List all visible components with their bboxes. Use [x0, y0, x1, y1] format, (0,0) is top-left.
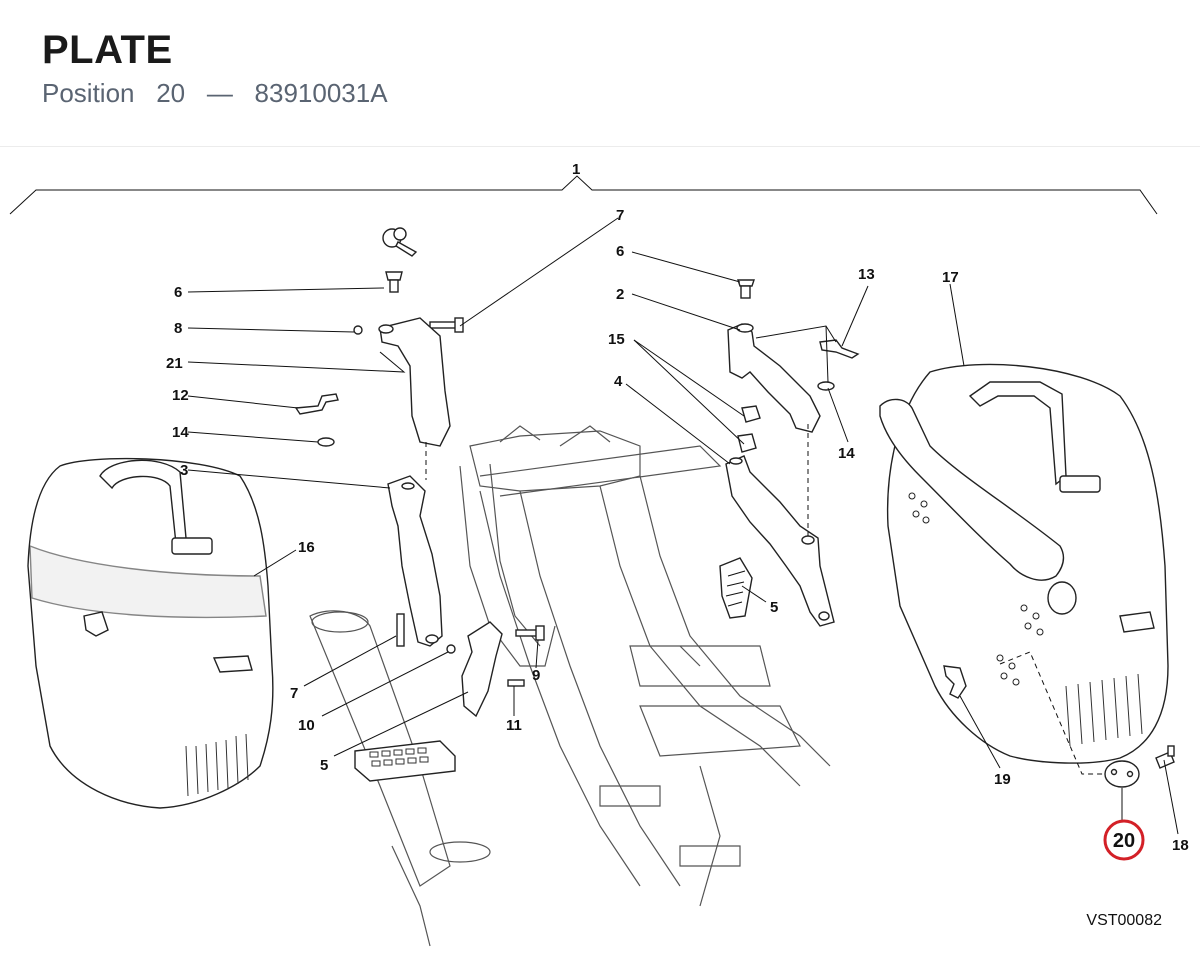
footrest-plate-left [354, 740, 456, 782]
right-side-case [879, 363, 1175, 788]
drawing-code: VST00082 [1086, 912, 1162, 929]
callout-6-right: 6 [616, 243, 624, 260]
callout-13: 13 [858, 266, 875, 283]
callout-7-upper: 7 [616, 207, 624, 224]
callout-20: 20 [1113, 830, 1135, 852]
footrest-plate-right [719, 557, 753, 619]
callout-16: 16 [298, 539, 315, 556]
callout-2: 2 [616, 286, 624, 303]
callout-1: 1 [572, 161, 580, 178]
left-side-case [27, 457, 274, 809]
separator: — [206, 78, 233, 108]
callout-labels: 1 6 8 21 12 14 3 16 7 10 5 9 11 7 6 2 15… [166, 161, 1189, 854]
callout-6-left: 6 [174, 284, 182, 301]
position-number: 20 [156, 78, 186, 108]
part-number: 83910031A [254, 78, 388, 108]
callout-leaders [187, 217, 1179, 835]
right-bracket-assembly [725, 279, 860, 627]
callout-15: 15 [608, 331, 625, 348]
callout-9: 9 [532, 667, 540, 684]
callout-3: 3 [180, 462, 188, 479]
callout-5-right: 5 [770, 599, 778, 616]
callout-12: 12 [172, 387, 189, 404]
callout-4: 4 [614, 373, 623, 390]
callout-14-right: 14 [838, 445, 855, 462]
motorcycle-frame [309, 425, 831, 947]
exploded-parts-diagram: 1 6 8 21 12 14 3 16 7 10 5 9 11 7 6 2 15… [9, 161, 1189, 947]
highlighted-callout-20[interactable]: 20 [1103, 819, 1145, 861]
page-subtitle: Position 20 — 83910031A [42, 78, 388, 109]
position-label: Position [42, 78, 135, 108]
callout-5-left: 5 [320, 757, 328, 774]
callout-14-left: 14 [172, 424, 189, 441]
page-header: PLATE Position 20 — 83910031A [0, 0, 1200, 147]
highlight-ring [1103, 819, 1145, 861]
callout-19: 19 [994, 771, 1011, 788]
callout-7-lower: 7 [290, 685, 298, 702]
page-title: PLATE [42, 28, 173, 72]
left-bracket-assembly [294, 227, 545, 718]
callout-10: 10 [298, 717, 315, 734]
assembly-bracket [9, 175, 1158, 215]
callout-11: 11 [506, 717, 522, 734]
callout-21: 21 [166, 355, 183, 372]
callout-17: 17 [942, 269, 959, 286]
callout-18: 18 [1172, 837, 1189, 854]
callout-8: 8 [174, 320, 182, 337]
